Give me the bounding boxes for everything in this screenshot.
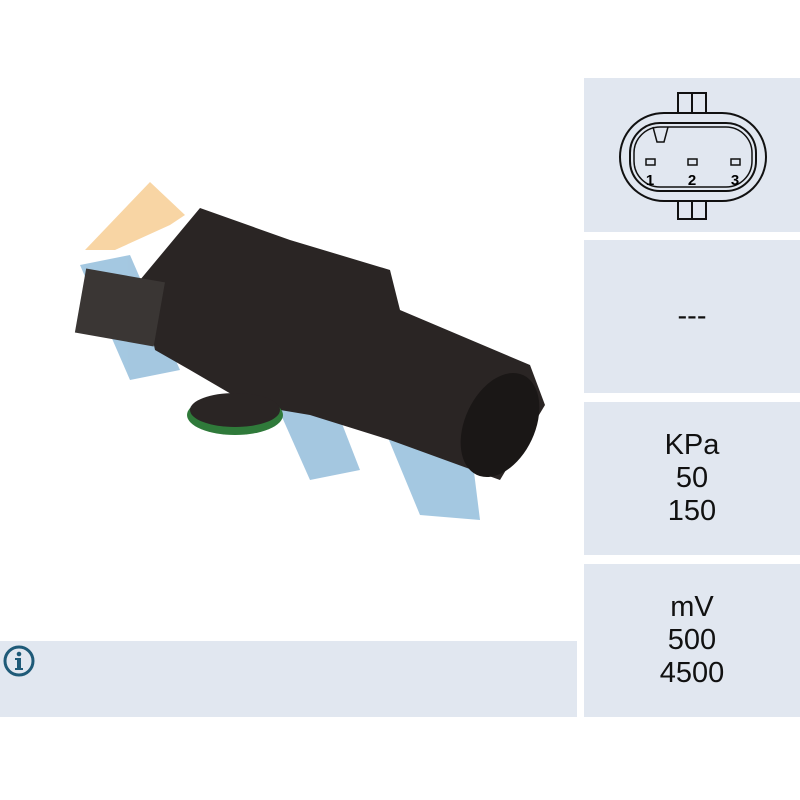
connector-spec-value: --- [677, 300, 707, 332]
info-bar [0, 641, 577, 717]
connector-panel: 1 2 3 [584, 78, 800, 232]
pin-label: 3 [731, 172, 739, 189]
pressure-max: 150 [667, 495, 717, 527]
pin-label: 2 [688, 172, 696, 189]
pressure-min: 50 [675, 462, 709, 494]
voltage-unit: mV [670, 591, 714, 623]
connector-pinout-diagram: 1 2 3 [619, 92, 767, 220]
voltage-min: 500 [667, 624, 717, 656]
product-image [60, 170, 560, 545]
connector-spec-panel: --- [584, 240, 800, 393]
sensor-body [74, 208, 545, 480]
info-icon[interactable] [3, 645, 35, 677]
voltage-max: 4500 [659, 657, 725, 689]
pin-label: 1 [646, 172, 654, 189]
pressure-panel: KPa 50 150 [584, 402, 800, 555]
voltage-panel: mV 500 4500 [584, 564, 800, 717]
pressure-unit: KPa [664, 429, 720, 461]
